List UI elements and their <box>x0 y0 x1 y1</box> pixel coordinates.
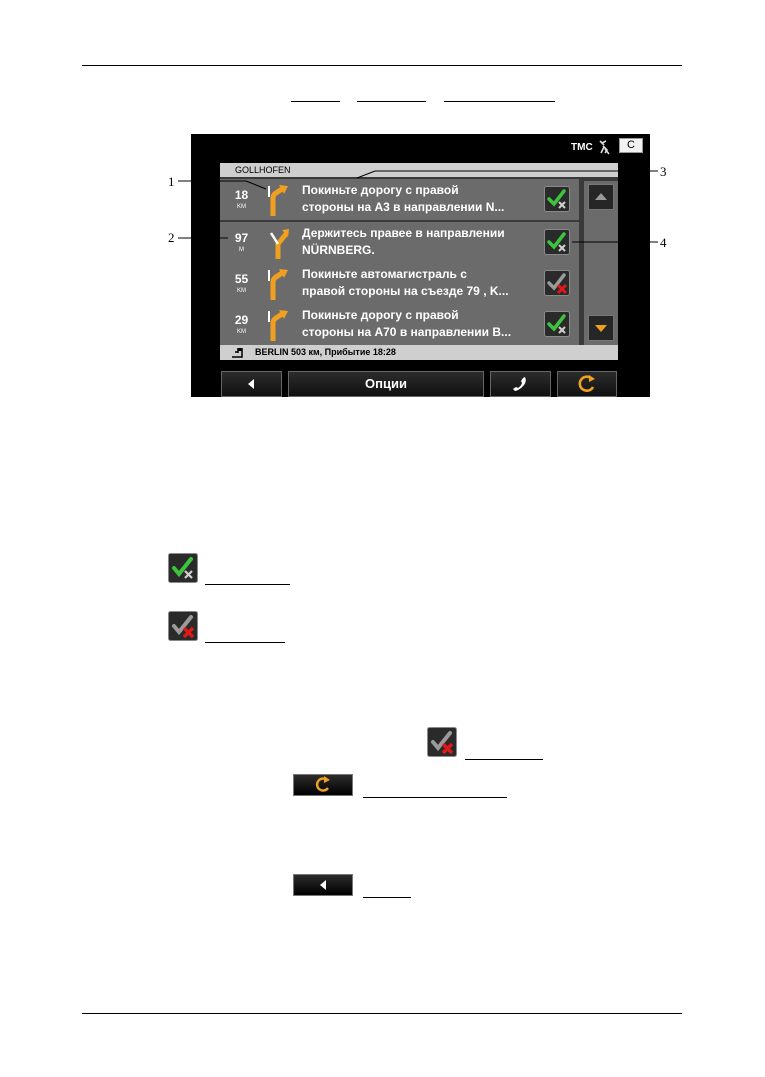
scroll-up-icon <box>595 193 607 200</box>
status-bar: TMC C <box>191 134 650 163</box>
maneuver-distance: 97 M <box>220 222 263 263</box>
device-screenshot: TMC C GOLLHOFEN 18 KM Покиньте дорогу с … <box>191 134 650 397</box>
distance-unit: KM <box>237 329 246 335</box>
maneuver-text: Покиньте автомагистраль с правой стороны… <box>302 266 546 300</box>
maneuver-list: GOLLHOFEN 18 KM Покиньте дорогу с правой… <box>220 163 618 360</box>
maneuver-text-line: NÜRNBERG. <box>302 243 375 257</box>
legend-link-underline-2[interactable] <box>205 642 285 643</box>
distance-value: 55 <box>234 272 249 286</box>
maneuver-row[interactable]: 97 M Держитесь правее в направлении NÜRN… <box>220 222 579 263</box>
options-label: Опции <box>365 376 407 391</box>
header-link-underline-3[interactable] <box>444 101 555 102</box>
maneuver-distance: 55 KM <box>220 263 263 304</box>
check-blocked-icon <box>427 727 457 757</box>
check-icon <box>168 553 198 583</box>
destination-bar: BERLIN 503 км, Прибытие 18:28 <box>220 345 618 360</box>
header-rule <box>82 65 682 66</box>
exit-right-icon <box>268 185 288 216</box>
maneuver-distance: 18 KM <box>220 179 263 220</box>
back-arrow-icon <box>320 880 326 890</box>
exit-right-icon <box>268 310 288 341</box>
city-header: GOLLHOFEN <box>220 163 618 177</box>
phone-button[interactable] <box>490 371 551 397</box>
maneuver-text: Держитесь правее в направлении NÜRNBERG. <box>302 225 546 259</box>
legend-link-underline-1[interactable] <box>205 584 290 585</box>
instruction-link-underline-3[interactable] <box>363 897 411 898</box>
keep-right-icon <box>269 229 289 259</box>
maneuver-text-line: Покиньте автомагистраль с <box>302 267 467 281</box>
maneuver-text: Покиньте дорогу с правой стороны на A70 … <box>302 307 546 341</box>
check-blocked-icon[interactable] <box>544 270 570 296</box>
recalculate-button-image <box>293 774 353 796</box>
maneuver-text-line: Держитесь правее в направлении <box>302 226 505 240</box>
recalculate-icon <box>578 375 595 392</box>
maneuver-text-line: стороны на A3 в направлении N... <box>302 200 505 214</box>
maneuver-row[interactable]: 29 KM Покиньте дорогу с правой стороны н… <box>220 304 579 345</box>
maneuver-text-line: Покиньте дорогу с правой <box>302 183 459 197</box>
compass-indicator[interactable]: C <box>619 138 643 153</box>
scroll-down-icon <box>595 325 607 332</box>
back-button-image <box>293 874 353 896</box>
phone-icon <box>513 377 526 391</box>
tmc-indicator: TMC <box>571 142 593 153</box>
maneuver-row[interactable]: 55 KM Покиньте автомагистраль с правой с… <box>220 263 579 304</box>
callout-1: 1 <box>168 174 175 189</box>
instruction-link-underline-2[interactable] <box>363 797 507 798</box>
scroll-up-button[interactable] <box>588 184 614 210</box>
header-link-underline-2[interactable] <box>357 101 426 102</box>
scroll-down-button[interactable] <box>588 315 614 341</box>
check-icon[interactable] <box>544 186 570 212</box>
destination-flag-icon <box>232 348 243 358</box>
maneuver-text-line: стороны на A70 в направлении B... <box>302 325 512 339</box>
maneuver-distance: 29 KM <box>220 304 263 345</box>
distance-value: 18 <box>234 188 249 202</box>
check-icon[interactable] <box>544 311 570 337</box>
distance-unit: KM <box>237 204 246 210</box>
scrollbar[interactable] <box>584 181 618 345</box>
maneuver-text-line: правой стороны на съезде 79 , K... <box>302 284 509 298</box>
instruction-link-underline-1[interactable] <box>465 759 543 760</box>
callout-4: 4 <box>660 235 667 250</box>
exit-right-icon <box>268 269 288 300</box>
callout-2: 2 <box>168 230 175 245</box>
distance-value: 97 <box>234 231 249 245</box>
maneuver-text-line: Покиньте дорогу с правой <box>302 308 459 322</box>
check-blocked-icon <box>168 611 198 641</box>
distance-value: 29 <box>234 313 249 327</box>
recalculate-button[interactable] <box>557 371 617 397</box>
distance-unit: M <box>239 247 244 253</box>
back-arrow-icon <box>248 379 254 389</box>
options-button[interactable]: Опции <box>288 371 484 397</box>
destination-summary: BERLIN 503 км, Прибытие 18:28 <box>255 347 396 357</box>
header-link-underline-1[interactable] <box>291 101 340 102</box>
maneuver-row[interactable]: 18 KM Покиньте дорогу с правой стороны н… <box>220 179 579 220</box>
distance-unit: KM <box>237 288 246 294</box>
back-button[interactable] <box>221 371 282 397</box>
maneuver-text: Покиньте дорогу с правой стороны на A3 в… <box>302 182 546 216</box>
callout-3: 3 <box>660 164 667 179</box>
callout-leader-lines <box>178 170 658 243</box>
footer-rule <box>82 1013 682 1014</box>
check-icon[interactable] <box>544 229 570 255</box>
satellite-icon <box>599 140 610 155</box>
recalculate-icon <box>315 776 330 792</box>
